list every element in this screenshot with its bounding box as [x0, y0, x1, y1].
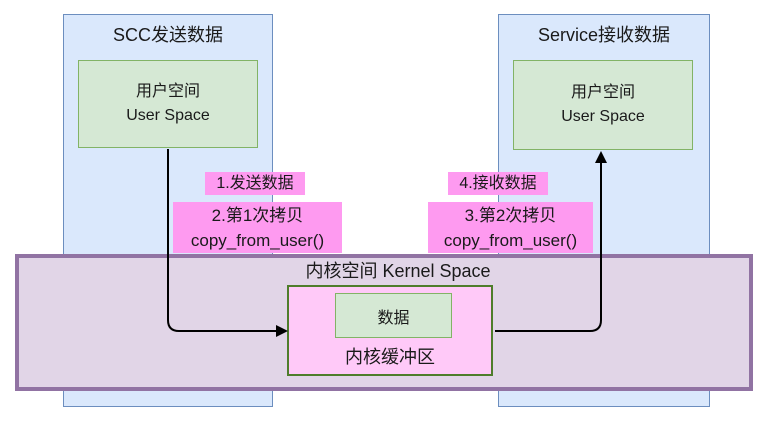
- step3-copy-function: copy_from_user(): [443, 231, 578, 250]
- sender-user-space-label-zh: 用户空间: [135, 83, 200, 100]
- step2-first-copy-label: 2.第1次拷贝 copy_from_user(): [173, 202, 342, 253]
- step2-copy-function: copy_from_user(): [190, 231, 325, 250]
- data-box: 数据: [335, 293, 452, 338]
- sender-user-space-label-en: User Space: [126, 107, 210, 124]
- step4-receive-data-label: 4.接收数据: [448, 172, 548, 195]
- sender-user-space-box: 用户空间 User Space: [78, 60, 258, 148]
- kernel-buffer-label: 内核缓冲区: [345, 347, 435, 367]
- step3-second-copy-label: 3.第2次拷贝 copy_from_user(): [428, 202, 593, 253]
- sender-column-title: SCC发送数据: [112, 25, 223, 45]
- step3-copy-title: 3.第2次拷贝: [464, 206, 557, 225]
- step1-send-data-label: 1.发送数据: [205, 172, 305, 195]
- receiver-user-space-label-en: User Space: [561, 108, 645, 125]
- receiver-column-title: Service接收数据: [537, 25, 671, 45]
- receiver-user-space-label-zh: 用户空间: [570, 84, 635, 101]
- kernel-space-title: 内核空间 Kernel Space: [305, 261, 491, 281]
- step2-copy-title: 2.第1次拷贝: [211, 206, 304, 225]
- receiver-user-space-box: 用户空间 User Space: [513, 60, 693, 150]
